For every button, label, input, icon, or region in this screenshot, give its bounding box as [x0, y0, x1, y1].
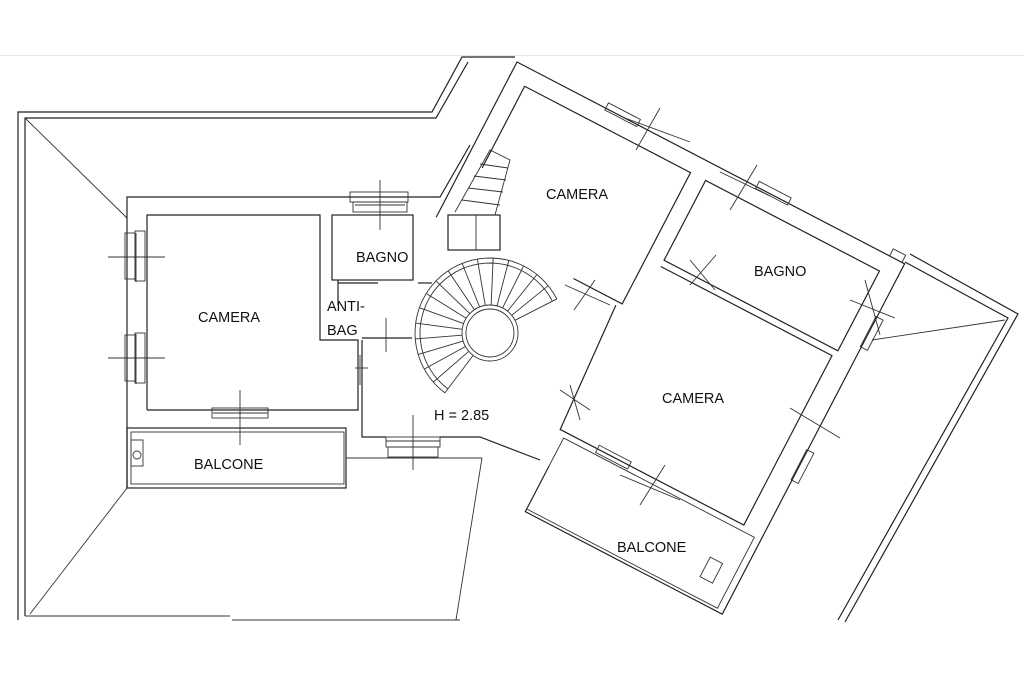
right-block-walls	[435, 61, 907, 615]
stair-step	[415, 334, 463, 340]
room-label-camera-right: CAMERA	[662, 391, 724, 407]
left-windows	[124, 191, 441, 458]
roof-right	[837, 253, 1019, 623]
room-label-bagno-right: BAGNO	[754, 264, 806, 280]
window-cross-icon	[689, 254, 717, 286]
stair-step	[490, 258, 494, 306]
window-cross-icon	[573, 279, 596, 311]
stair-step	[424, 346, 466, 370]
room-label-balcone-right: BALCONE	[617, 540, 687, 556]
window-cross-icon	[639, 464, 666, 506]
window-markers	[108, 107, 896, 506]
stair-step	[507, 274, 538, 312]
window-cross-icon	[719, 171, 771, 197]
window-cross-icon	[864, 279, 881, 336]
window-cross-icon	[569, 384, 581, 421]
spiral-staircase	[414, 257, 558, 394]
stair-step	[426, 293, 467, 319]
stair-step	[418, 340, 464, 355]
stair-step	[476, 258, 486, 306]
window-cross-icon	[619, 474, 681, 501]
window-cross-icon	[729, 164, 758, 211]
stair-step	[447, 270, 475, 311]
room-label-bagno-left: BAGNO	[356, 250, 408, 266]
room-label-camera-left: CAMERA	[198, 310, 260, 326]
straight-stairs	[454, 149, 511, 216]
stair-step	[461, 263, 481, 308]
window-cross-icon	[635, 107, 661, 151]
window-cross-icon	[624, 117, 691, 143]
stair-outer-arc	[414, 257, 558, 394]
stair-step	[444, 355, 474, 394]
left-block-walls	[126, 144, 541, 489]
room-label-balcone-left: BALCONE	[194, 457, 264, 473]
window-cross-icon	[559, 389, 591, 411]
stair-step	[433, 350, 470, 383]
room-label-camera-top: CAMERA	[546, 187, 608, 203]
room-label-antibagno-2: BAG	[327, 323, 358, 339]
stair-step	[511, 285, 549, 316]
height-note: H = 2.85	[434, 408, 489, 424]
room-label-antibagno-1: ANTI-	[327, 299, 365, 315]
roof-left	[17, 56, 515, 621]
stair-step	[419, 307, 464, 324]
window-cross-icon	[564, 284, 611, 306]
stair-step	[415, 322, 463, 330]
divider	[0, 55, 1024, 56]
stair-step	[502, 265, 525, 309]
window-cross-icon	[689, 259, 716, 291]
stair-step	[514, 298, 558, 321]
stair-step	[435, 280, 471, 314]
stair-inner-arc	[419, 262, 553, 390]
stair-step	[496, 260, 510, 307]
window-cross-icon	[789, 407, 841, 439]
